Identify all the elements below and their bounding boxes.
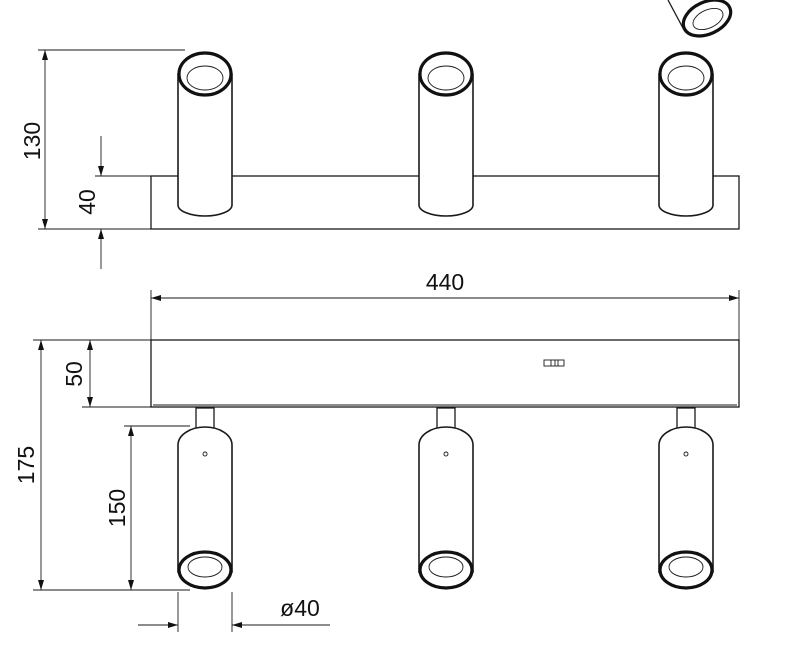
- bar-screw-mark: [543, 359, 565, 367]
- front-spot-2: [418, 407, 474, 590]
- dim-40-label: 40: [74, 189, 100, 215]
- dim-130-label: 130: [19, 122, 45, 160]
- side-spot-tilted: [667, 0, 733, 38]
- side-spot-2: [418, 51, 474, 217]
- side-view: 130 40: [19, 0, 740, 269]
- front-spot-3: [658, 407, 714, 590]
- dim-dia-label: ø40: [280, 595, 320, 621]
- side-spot-1: [177, 51, 233, 217]
- side-spot-3: [658, 51, 714, 217]
- front-spot-1: [177, 407, 233, 590]
- dim-440-label: 440: [426, 269, 464, 295]
- dim-150-label: 150: [104, 489, 130, 527]
- dim-175-label: 175: [13, 446, 39, 484]
- front-mounting-bar: [150, 339, 740, 408]
- dim-50-label: 50: [61, 361, 87, 387]
- front-view: 440: [13, 269, 740, 632]
